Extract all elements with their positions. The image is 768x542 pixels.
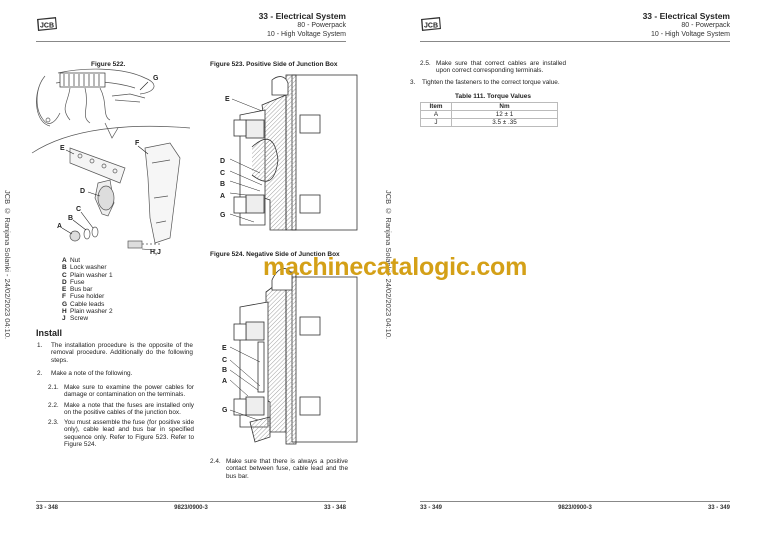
svg-text:E: E (222, 345, 227, 352)
page-header: 33 - Electrical System 80 - Powerpack 10… (259, 12, 346, 39)
subsection-title: 80 - Powerpack (297, 22, 346, 29)
svg-text:C: C (220, 170, 225, 177)
page-header: 33 - Electrical System 80 - Powerpack 10… (643, 12, 730, 39)
svg-text:B: B (68, 215, 73, 222)
subsubsection-title: 10 - High Voltage System (267, 31, 346, 38)
figure-523-title: Figure 523. Positive Side of Junction Bo… (210, 61, 338, 68)
figure-522-exploded-diagram: G E F D C B A H,J (31, 68, 191, 256)
svg-text:C: C (76, 206, 81, 213)
jcb-logo-icon: JCB (37, 17, 57, 31)
svg-text:A: A (220, 193, 225, 200)
left-page: JCB 33 - Electrical System 80 - Powerpac… (3, 11, 358, 511)
svg-text:G: G (220, 212, 226, 219)
svg-text:JCB: JCB (424, 23, 438, 30)
table-header-row: Item Nm (420, 102, 558, 111)
table-row: A 12 ± 1 (420, 110, 558, 119)
svg-text:A: A (222, 378, 227, 385)
subsubsection-title: 10 - High Voltage System (651, 31, 730, 38)
figure-523-junction-box-positive: E D C B A G (220, 74, 358, 231)
side-watermark: JCB © Ranjana Solanki - 24/02/2023 04:10… (384, 190, 393, 340)
footer-page-left: 33 - 349 (420, 505, 443, 511)
step-1: 1. The installation procedure is the opp… (37, 342, 193, 364)
figure-524-title: Figure 524. Negative Side of Junction Bo… (210, 251, 340, 258)
substep-2-4: 2.4. Make sure that there is always a po… (210, 458, 348, 480)
figure-524-junction-box-negative: E C B A G (222, 268, 358, 445)
svg-text:E: E (225, 96, 230, 103)
table-row: J 3.5 ± .35 (420, 118, 558, 127)
svg-text:C: C (222, 357, 227, 364)
header-divider (36, 41, 346, 42)
svg-text:G: G (153, 75, 159, 82)
page-footer: 33 - 349 9823/0900-3 33 - 349 (420, 505, 730, 511)
svg-text:G: G (222, 407, 228, 414)
install-heading: Install (36, 328, 63, 338)
svg-text:B: B (220, 181, 225, 188)
svg-text:F: F (135, 140, 140, 147)
substep-2-2: 2.2. Make a note that the fuses are inst… (48, 402, 194, 417)
svg-text:H,J: H,J (150, 249, 161, 256)
svg-text:E: E (60, 145, 65, 152)
svg-text:D: D (80, 188, 85, 195)
section-title: 33 - Electrical System (258, 11, 346, 21)
substep-2-3: 2.3. You must assemble the fuse (for pos… (48, 419, 194, 448)
column-header-item: Item (420, 102, 452, 111)
svg-text:JCB: JCB (40, 23, 54, 30)
svg-text:D: D (220, 158, 225, 165)
substep-2-1: 2.1. Make sure to examine the power cabl… (48, 384, 194, 399)
section-title: 33 - Electrical System (642, 11, 730, 21)
footer-page-left: 33 - 348 (36, 505, 59, 511)
header-divider (420, 41, 730, 42)
svg-text:A: A (57, 223, 62, 230)
torque-table-title: Table 111. Torque Values (455, 93, 531, 100)
figure-522-title: Figure 522. (91, 61, 126, 68)
step-3: 3. Tighten the fasteners to the correct … (410, 79, 560, 86)
footer-doc-number: 9823/0900-3 (174, 505, 208, 511)
column-header-nm: Nm (451, 102, 558, 111)
right-page: JCB 33 - Electrical System 80 - Powerpac… (384, 0, 768, 542)
footer-page-right: 33 - 349 (707, 505, 730, 511)
footer-page-right: 33 - 348 (323, 505, 346, 511)
footer-doc-number: 9823/0900-3 (558, 505, 592, 511)
svg-text:B: B (222, 367, 227, 374)
torque-values-table: Item Nm A 12 ± 1 J 3.5 ± .35 (420, 102, 558, 127)
footer-divider (36, 501, 346, 502)
page-footer: 33 - 348 9823/0900-3 33 - 348 (36, 505, 346, 511)
site-watermark: machinecatalogic.com (263, 253, 528, 281)
step-2: 2. Make a note of the following. (37, 370, 133, 377)
subsection-title: 80 - Powerpack (681, 22, 730, 29)
substep-2-5: 2.5. Make sure that correct cables are i… (420, 60, 566, 75)
jcb-logo-icon: JCB (421, 17, 441, 31)
side-watermark: JCB © Ranjana Solanki - 24/02/2023 04:10… (3, 190, 12, 340)
footer-divider (420, 501, 730, 502)
